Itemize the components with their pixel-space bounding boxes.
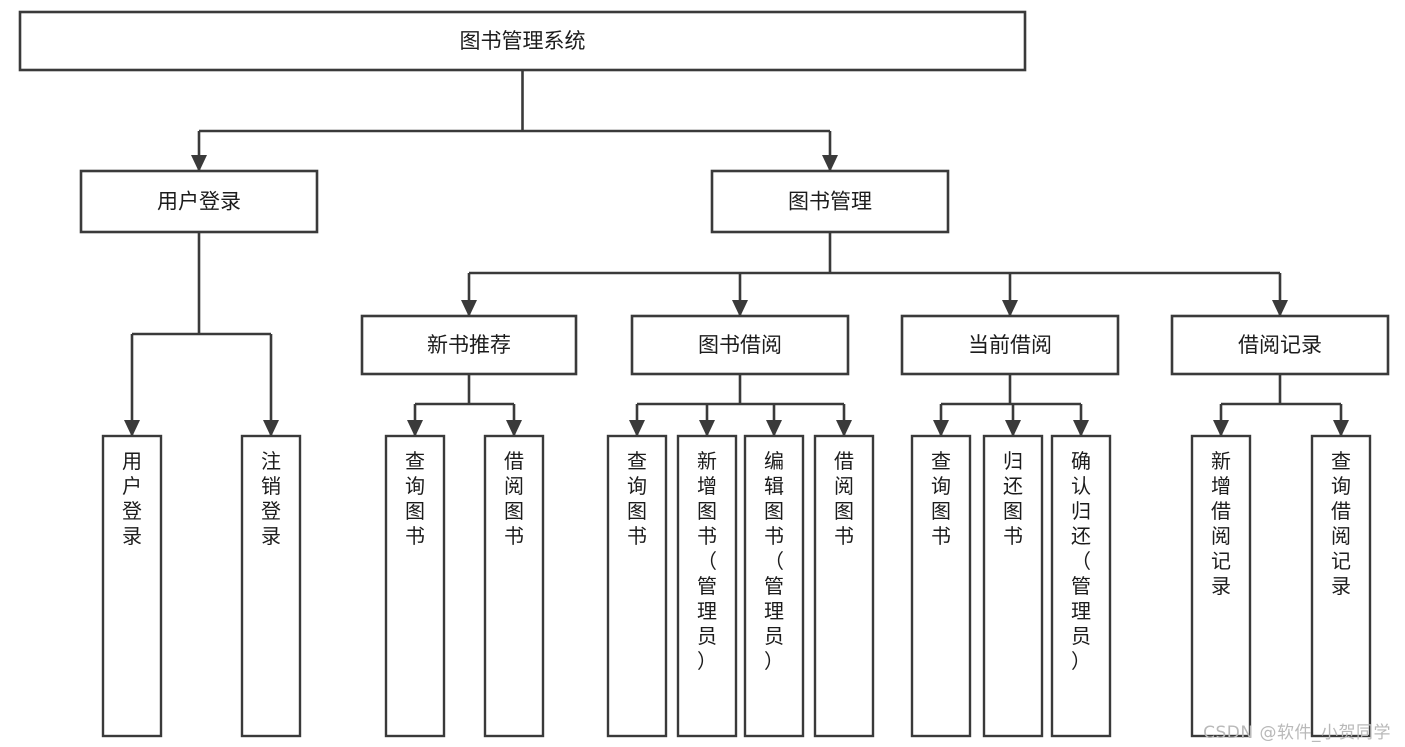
node-label: 确认归还（管理员） bbox=[1071, 449, 1091, 673]
arrow-head-icon bbox=[124, 420, 140, 437]
node-leaf-注销登录[interactable]: 注销登录 bbox=[240, 434, 302, 738]
node-rect[interactable] bbox=[483, 434, 545, 738]
arrow-head-icon bbox=[1272, 300, 1288, 317]
node-level2-用户登录[interactable]: 用户登录 bbox=[79, 169, 319, 234]
node-label: 归还图书 bbox=[1003, 449, 1023, 548]
connector-lines bbox=[124, 70, 1349, 437]
node-rect[interactable] bbox=[676, 434, 738, 738]
node-leaf-查询图书[interactable]: 查询图书 bbox=[384, 434, 446, 738]
arrow-head-icon bbox=[407, 420, 423, 437]
node-label: 编辑图书（管理员） bbox=[764, 449, 784, 673]
node-rect[interactable] bbox=[360, 314, 578, 376]
node-leaf-查询图书[interactable]: 查询图书 bbox=[910, 434, 972, 738]
watermark-label: CSDN @软件_小贺同学 bbox=[1203, 723, 1391, 743]
node-rect[interactable] bbox=[1190, 434, 1252, 738]
node-boxes: 图书管理系统用户登录图书管理新书推荐图书借阅当前借阅借阅记录用户登录注销登录查询… bbox=[18, 10, 1390, 738]
node-level3-当前借阅[interactable]: 当前借阅 bbox=[900, 314, 1120, 376]
node-label: 当前借阅 bbox=[968, 333, 1052, 357]
node-rect[interactable] bbox=[743, 434, 805, 738]
arrow-head-icon bbox=[933, 420, 949, 437]
arrow-head-icon bbox=[822, 155, 838, 172]
arrow-head-icon bbox=[1005, 420, 1021, 437]
node-level3-借阅记录[interactable]: 借阅记录 bbox=[1170, 314, 1390, 376]
node-leaf-确认归还管理员[interactable]: 确认归还（管理员） bbox=[1050, 434, 1112, 738]
node-label: 用户登录 bbox=[157, 190, 241, 214]
node-label: 借阅记录 bbox=[1238, 333, 1322, 357]
node-level3-新书推荐[interactable]: 新书推荐 bbox=[360, 314, 578, 376]
node-rect[interactable] bbox=[384, 434, 446, 738]
arrow-head-icon bbox=[766, 420, 782, 437]
node-leaf-归还图书[interactable]: 归还图书 bbox=[982, 434, 1044, 738]
node-rect[interactable] bbox=[900, 314, 1120, 376]
node-leaf-借阅图书[interactable]: 借阅图书 bbox=[813, 434, 875, 738]
node-rect[interactable] bbox=[630, 314, 850, 376]
node-label: 查询图书 bbox=[405, 449, 425, 548]
node-leaf-用户登录[interactable]: 用户登录 bbox=[101, 434, 163, 738]
node-label: 图书管理系统 bbox=[460, 29, 586, 53]
arrow-head-icon bbox=[732, 300, 748, 317]
node-leaf-借阅图书[interactable]: 借阅图书 bbox=[483, 434, 545, 738]
node-leaf-新增图书管理员[interactable]: 新增图书（管理员） bbox=[676, 434, 738, 738]
arrow-head-icon bbox=[629, 420, 645, 437]
arrow-head-icon bbox=[506, 420, 522, 437]
arrow-head-icon bbox=[1213, 420, 1229, 437]
arrow-head-icon bbox=[191, 155, 207, 172]
arrow-head-icon bbox=[1333, 420, 1349, 437]
node-rect[interactable] bbox=[606, 434, 668, 738]
node-rect[interactable] bbox=[240, 434, 302, 738]
node-level2-图书管理[interactable]: 图书管理 bbox=[710, 169, 950, 234]
node-level3-图书借阅[interactable]: 图书借阅 bbox=[630, 314, 850, 376]
node-rect[interactable] bbox=[1170, 314, 1390, 376]
arrow-head-icon bbox=[263, 420, 279, 437]
node-rect[interactable] bbox=[710, 169, 950, 234]
arrow-head-icon bbox=[836, 420, 852, 437]
node-root-图书管理系统[interactable]: 图书管理系统 bbox=[18, 10, 1027, 72]
node-label: 注销登录 bbox=[261, 449, 281, 548]
arrow-head-icon bbox=[461, 300, 477, 317]
node-label: 新增图书（管理员） bbox=[697, 449, 717, 673]
node-leaf-查询图书[interactable]: 查询图书 bbox=[606, 434, 668, 738]
arrow-head-icon bbox=[1073, 420, 1089, 437]
arrow-head-icon bbox=[699, 420, 715, 437]
node-rect[interactable] bbox=[1310, 434, 1372, 738]
node-label: 查询图书 bbox=[931, 449, 951, 548]
node-rect[interactable] bbox=[982, 434, 1044, 738]
node-leaf-查询借阅记录[interactable]: 查询借阅记录 bbox=[1310, 434, 1372, 738]
node-label: 借阅图书 bbox=[504, 449, 524, 548]
node-label: 查询借阅记录 bbox=[1331, 449, 1351, 598]
arrow-head-icon bbox=[1002, 300, 1018, 317]
node-label: 查询图书 bbox=[627, 449, 647, 548]
node-label: 借阅图书 bbox=[834, 449, 854, 548]
node-label: 新书推荐 bbox=[427, 333, 511, 357]
node-rect[interactable] bbox=[910, 434, 972, 738]
node-rect[interactable] bbox=[101, 434, 163, 738]
node-rect[interactable] bbox=[18, 10, 1027, 72]
node-label: 用户登录 bbox=[122, 449, 142, 548]
node-label: 图书借阅 bbox=[698, 333, 782, 357]
node-rect[interactable] bbox=[1050, 434, 1112, 738]
node-leaf-编辑图书管理员[interactable]: 编辑图书（管理员） bbox=[743, 434, 805, 738]
node-leaf-新增借阅记录[interactable]: 新增借阅记录 bbox=[1190, 434, 1252, 738]
node-rect[interactable] bbox=[79, 169, 319, 234]
node-label: 图书管理 bbox=[788, 190, 872, 214]
node-label: 新增借阅记录 bbox=[1211, 449, 1231, 598]
node-rect[interactable] bbox=[813, 434, 875, 738]
